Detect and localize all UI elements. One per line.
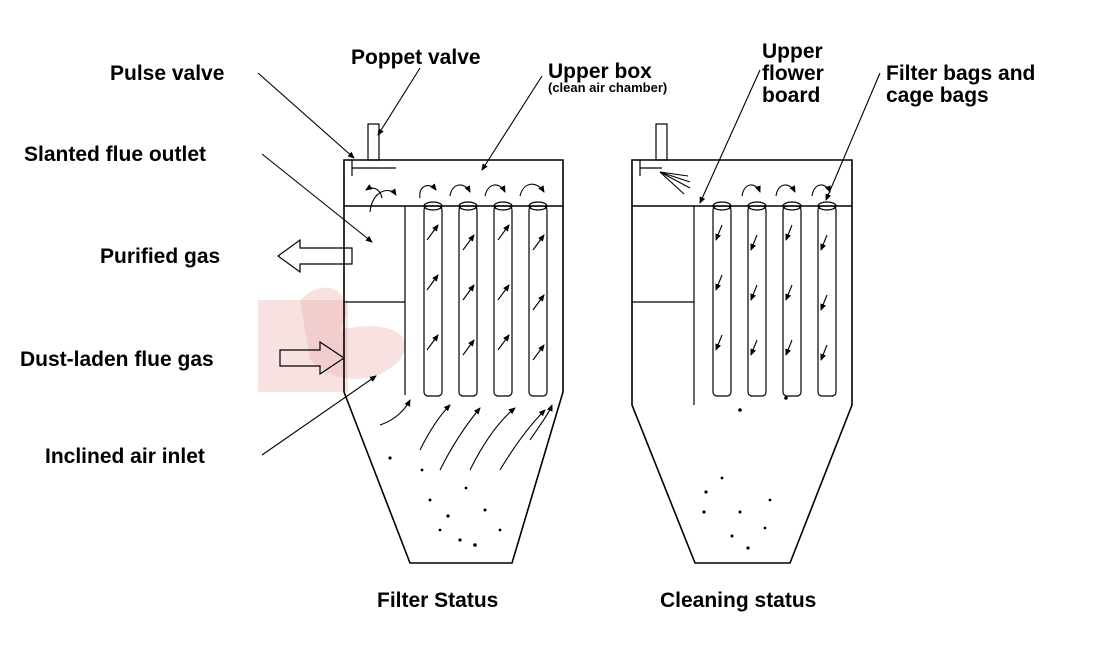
watermark [258, 287, 406, 392]
cleaning-status-unit [631, 123, 853, 564]
label-slanted-flue-outlet: Slanted flue outlet [24, 143, 206, 166]
left-clean-air-arrows [365, 183, 545, 213]
label-upper-flower-board-1: Upper [762, 40, 823, 63]
label-filter-bags-1: Filter bags and [886, 62, 1035, 85]
left-dust-particles [388, 456, 502, 547]
right-poppet-valve [655, 123, 668, 161]
left-bag-arrows [426, 224, 545, 361]
left-filter-bags [423, 201, 548, 397]
right-clean-air-arrows [741, 184, 831, 197]
left-poppet-valve [367, 123, 380, 161]
label-dust-laden-flue-gas: Dust-laden flue gas [20, 348, 214, 371]
label-upper-flower-board-3: board [762, 84, 820, 107]
right-bag-arrows [715, 224, 828, 361]
label-pulse-valve: Pulse valve [110, 62, 224, 85]
right-housing [631, 159, 853, 564]
filter-status-unit [276, 123, 564, 564]
label-upper-box: Upper box [548, 60, 652, 83]
dust-gas-arrow [279, 340, 346, 376]
label-purified-gas: Purified gas [100, 245, 220, 268]
label-inclined-air-inlet: Inclined air inlet [45, 445, 205, 468]
label-upper-flower-board-2: flower [762, 62, 824, 85]
right-pulse-spray [659, 171, 691, 195]
leader-lines [257, 67, 881, 456]
right-dust-particles [702, 396, 788, 550]
purified-gas-arrow [276, 238, 353, 274]
label-upper-box-sub: (clean air chamber) [548, 80, 667, 95]
caption-cleaning-status: Cleaning status [660, 589, 816, 612]
label-filter-bags-2: cage bags [886, 84, 989, 107]
right-filter-bags [712, 201, 837, 397]
caption-filter-status: Filter Status [377, 589, 498, 612]
left-hopper-arrows [379, 399, 553, 471]
left-housing [343, 159, 564, 564]
label-poppet-valve: Poppet valve [351, 46, 481, 69]
